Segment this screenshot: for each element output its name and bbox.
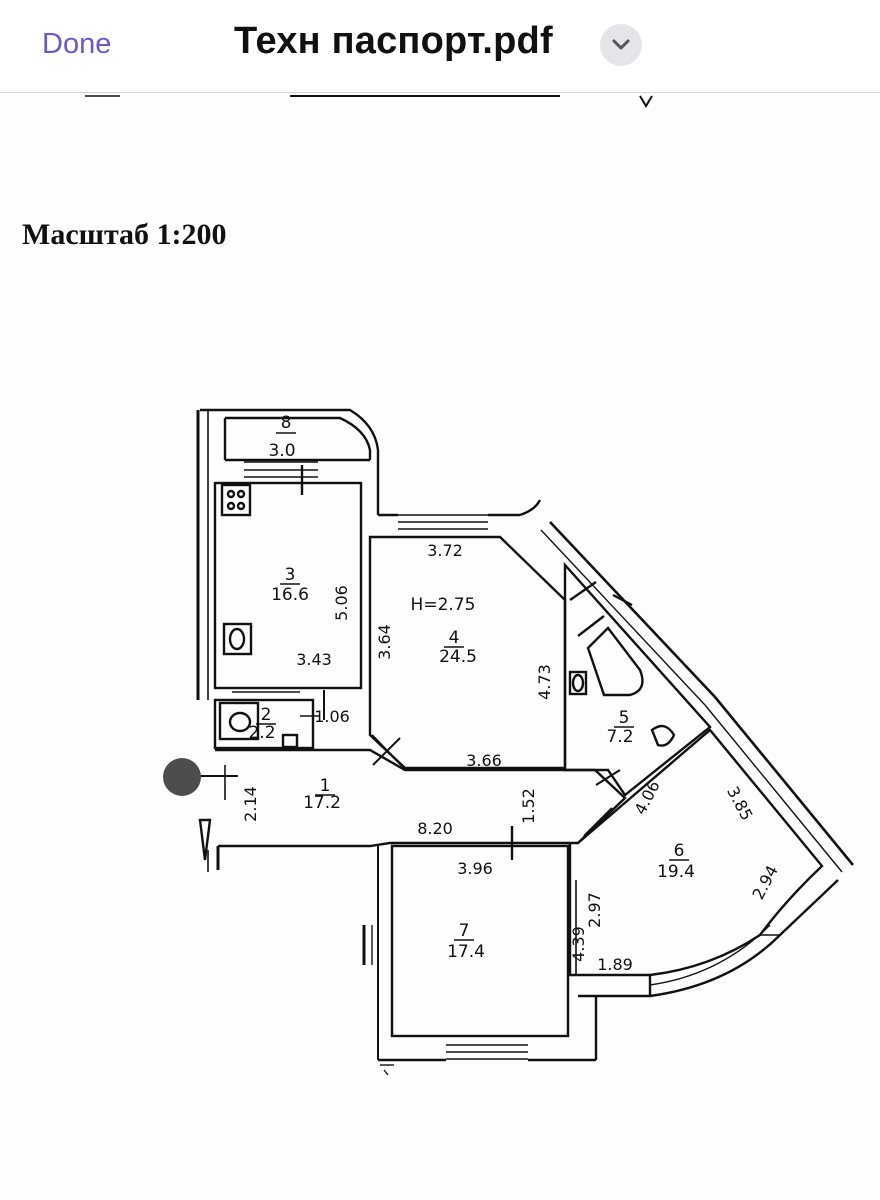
document-title: Техн паспорт.pdf: [234, 20, 553, 62]
dimension-label: 1.06: [314, 707, 350, 726]
dimension-label: 1.52: [519, 788, 538, 824]
room-7-number: 7: [459, 921, 470, 941]
dimension-label: 2.14: [241, 786, 260, 822]
dimension-label: 3.96: [457, 859, 493, 878]
room-5-area: 7.2: [606, 727, 633, 747]
dimension-label: 3.85: [723, 783, 757, 823]
room-5-number: 5: [619, 708, 630, 728]
room-8-area: 3.0: [268, 441, 295, 461]
ceiling-height: H=2.75: [411, 595, 476, 615]
top-toolbar: Done Техн паспорт.pdf: [0, 0, 880, 93]
dimension-label: 4.39: [569, 926, 588, 962]
dimension-label: 3.72: [427, 541, 463, 560]
room-3-area: 16.6: [271, 585, 309, 605]
dimension-label: 5.06: [332, 585, 351, 621]
pdf-page[interactable]: [0, 93, 880, 1200]
dimension-label: 3.43: [296, 650, 332, 669]
scale-label: Масштаб 1:200: [22, 218, 227, 251]
dimension-label: 3.66: [466, 751, 502, 770]
room-8-number: 8: [281, 413, 292, 433]
room-4-area: 24.5: [439, 647, 477, 667]
dimension-label: 4.73: [535, 664, 554, 700]
dimension-label: 2.97: [585, 892, 604, 928]
room-1-number: 1: [320, 776, 331, 796]
room-2-number: 2: [261, 705, 272, 725]
dimension-label: 8.20: [417, 819, 453, 838]
room-7-area: 17.4: [447, 942, 485, 962]
dimension-label: 1.89: [597, 955, 633, 974]
dimension-label: 4.06: [631, 777, 664, 817]
room-1-area: 17.2: [303, 793, 341, 813]
room-4-number: 4: [449, 628, 460, 648]
drag-handle[interactable]: [163, 758, 201, 796]
chevron-down-icon: [612, 39, 630, 50]
room-6-area: 19.4: [657, 862, 695, 882]
title-menu-button[interactable]: [600, 24, 642, 66]
dimension-label: 3.64: [375, 624, 394, 660]
room-6-number: 6: [674, 841, 685, 861]
room-2-area: 2.2: [248, 723, 275, 743]
done-button[interactable]: Done: [42, 28, 112, 60]
dimension-label: 2.94: [748, 862, 782, 902]
room-3-number: 3: [285, 565, 296, 585]
